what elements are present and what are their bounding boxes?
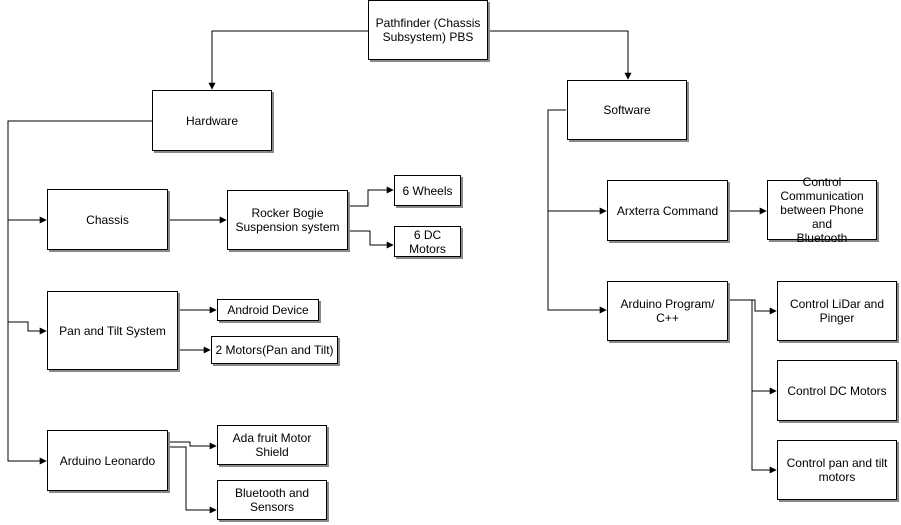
node-android: Android Device: [217, 299, 319, 321]
node-dc-motors: 6 DC Motors: [394, 226, 461, 257]
node-motor-shield-label: Ada fruit Motor Shield: [232, 431, 312, 459]
node-rocker-bogie-label: Rocker Bogie Suspension system: [235, 206, 340, 234]
node-root-label: Pathfinder (Chassis Subsystem) PBS: [375, 16, 481, 44]
node-wheels-label: 6 Wheels: [402, 183, 453, 198]
node-control-lidar-label: Control LiDar and Pinger: [789, 297, 885, 325]
node-motor-shield: Ada fruit Motor Shield: [217, 425, 327, 465]
node-control-dc-label: Control DC Motors: [787, 383, 887, 398]
node-control-dc: Control DC Motors: [777, 360, 897, 421]
node-pan-tilt-label: Pan and Tilt System: [59, 323, 166, 338]
edge-rocker-wheels: [348, 186, 394, 207]
node-control-communication: Control Communication between Phone and …: [767, 175, 877, 245]
node-android-label: Android Device: [227, 303, 309, 317]
node-arduino-program: Arduino Program/ C++: [607, 281, 728, 341]
node-control-communication-label: Control Communication between Phone and …: [780, 175, 864, 245]
node-chassis: Chassis: [47, 189, 168, 250]
node-rocker-bogie: Rocker Bogie Suspension system: [227, 190, 348, 250]
node-pan-tilt-motors-label: 2 Motors(Pan and Tilt): [215, 343, 334, 357]
node-arxterra: Arxterra Command: [607, 180, 728, 241]
node-control-pan-tilt: Control pan and tilt motors: [777, 440, 897, 500]
node-pan-tilt-motors: 2 Motors(Pan and Tilt): [211, 336, 338, 364]
node-arxterra-label: Arxterra Command: [616, 203, 719, 218]
edge-root-software: [488, 30, 632, 80]
edge-hardware-pantilt: [8, 321, 47, 335]
edge-hardware-trunk: [7, 120, 152, 465]
edge-leonardo-shield: [168, 441, 217, 450]
edge-program-lidar: [728, 299, 777, 315]
node-dc-motors-label: 6 DC Motors: [409, 227, 446, 256]
node-control-pan-tilt-label: Control pan and tilt motors: [786, 456, 888, 484]
edge-software-trunk: [547, 109, 607, 314]
edge-leonardo-bt: [168, 446, 217, 514]
node-arduino-leonardo-label: Arduino Leonardo: [59, 453, 156, 468]
node-bluetooth-sensors-label: Bluetooth and Sensors: [234, 486, 310, 514]
node-software-label: Software: [603, 103, 651, 117]
node-wheels: 6 Wheels: [394, 175, 461, 206]
edge-root-hardware: [208, 30, 368, 90]
node-software: Software: [567, 80, 687, 140]
node-control-lidar: Control LiDar and Pinger: [777, 281, 897, 341]
node-pan-tilt: Pan and Tilt System: [47, 291, 178, 370]
node-arduino-program-label: Arduino Program/ C++: [620, 297, 715, 325]
node-arduino-leonardo: Arduino Leonardo: [47, 430, 168, 491]
node-hardware-label: Hardware: [185, 113, 239, 128]
node-chassis-label: Chassis: [86, 212, 129, 227]
node-hardware: Hardware: [152, 90, 272, 151]
edge-program-dc: [751, 300, 777, 395]
node-root: Pathfinder (Chassis Subsystem) PBS: [368, 0, 488, 60]
node-bluetooth-sensors: Bluetooth and Sensors: [217, 480, 327, 520]
edge-program-pantilt: [751, 391, 777, 474]
edge-rocker-dcmotors: [348, 230, 394, 249]
